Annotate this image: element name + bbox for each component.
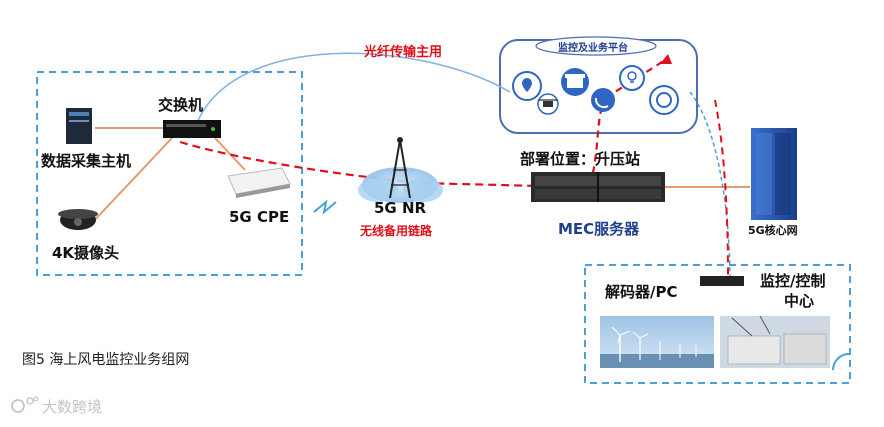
wireless-signal-icon [313,199,337,215]
platform-title: 监控及业务平台 [558,43,628,54]
site-group-box [36,71,303,276]
mec-server [531,172,665,202]
control-center-label-line2: 中心 [784,292,815,310]
watermark-text: 大数跨境 [42,398,103,416]
figure-caption: 图5 海上风电监控业务组网 [22,352,190,368]
shop-icon [561,68,589,96]
control-center-label-line1: 监控/控制 [760,272,826,290]
control-center-box [584,264,851,384]
wind-turbine-photo [600,316,714,368]
nr-tower [358,137,443,203]
switch-device [163,120,221,138]
substation-photo [720,315,830,368]
platform-title-pill [535,36,657,56]
switch-label: 交换机 [158,96,204,114]
backup-arrowhead [660,54,672,64]
fiber-link-label: 光纤传输主用 [364,45,443,60]
location-pin-icon [512,71,542,101]
core-label: 5G核心网 [748,224,798,237]
cpe-device [227,167,291,198]
platform-to-center-line [689,91,731,281]
camera-device [58,209,98,230]
location-label: 部署位置：升压站 [520,150,641,168]
backup-link-label: 无线备用链路 [360,224,433,238]
decoder-label: 解码器/PC [605,283,678,301]
lifebuoy-icon [649,85,679,115]
drone-icon [537,93,559,115]
mec-label: MEC服务器 [558,220,640,238]
data-host-label: 数据采集主机 [41,152,132,170]
wifi-arc-icon [832,353,850,371]
decoder-device [700,276,744,286]
center-dashed-red [714,99,729,277]
cpe-label: 5G CPE [229,208,290,226]
lightbulb-icon [619,65,645,91]
ethernet-link-cpe [214,137,246,171]
nr-label: 5G NR [374,199,427,217]
watermark-logo-icon [11,396,39,413]
data-host-computer [66,108,92,144]
fiber-link-line [194,52,511,129]
satellite-dish-icon [591,88,615,112]
camera-label: 4K摄像头 [52,244,120,262]
ethernet-link-camera [89,137,173,226]
core-network-cabinet [751,128,797,220]
